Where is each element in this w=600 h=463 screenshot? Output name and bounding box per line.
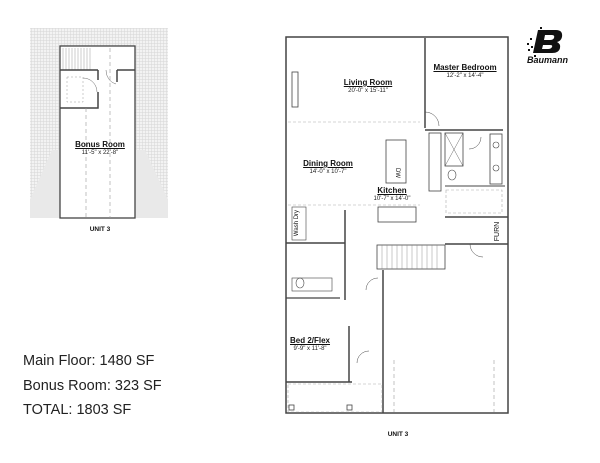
master-bedroom-dims: 12'-2" x 14'-4" (446, 73, 484, 79)
master-bedroom-label: Master Bedroom (433, 63, 497, 72)
total-area: TOTAL: 1803 SF (23, 402, 132, 418)
dishwasher-label: DW (394, 168, 400, 178)
bed-2-flex-dims: 9'-9" x 11'-8" (293, 346, 327, 352)
main-plan (285, 36, 509, 414)
dining-room-label: Dining Room (303, 159, 353, 168)
dining-room-dims: 14'-0" x 10'-7" (309, 169, 347, 175)
bonus-room-area: Bonus Room: 323 SF (23, 378, 162, 394)
bonus-room-dims: 11'-5" x 22'-8" (81, 150, 119, 156)
bonus-room-label: Bonus Room (75, 140, 125, 149)
logo-brand-text: Baumann (527, 55, 569, 65)
bonus-plan (30, 28, 168, 219)
living-room-label: Living Room (343, 78, 393, 87)
bed-2-flex-label: Bed 2/Flex (289, 336, 331, 345)
main-floor-area: Main Floor: 1480 SF (23, 353, 155, 369)
wash-dry-label: Wash Dry (294, 209, 301, 237)
baumann-logo (527, 27, 563, 57)
main-unit-label: UNIT 3 (387, 431, 409, 438)
furnace-label: FURN (494, 221, 502, 242)
kitchen-dims: 10'-7" x 14'-0" (373, 196, 411, 202)
kitchen-label: Kitchen (377, 186, 407, 195)
bonus-unit-label: UNIT 3 (89, 226, 111, 233)
living-room-dims: 20'-0" x 15'-11" (348, 88, 388, 94)
